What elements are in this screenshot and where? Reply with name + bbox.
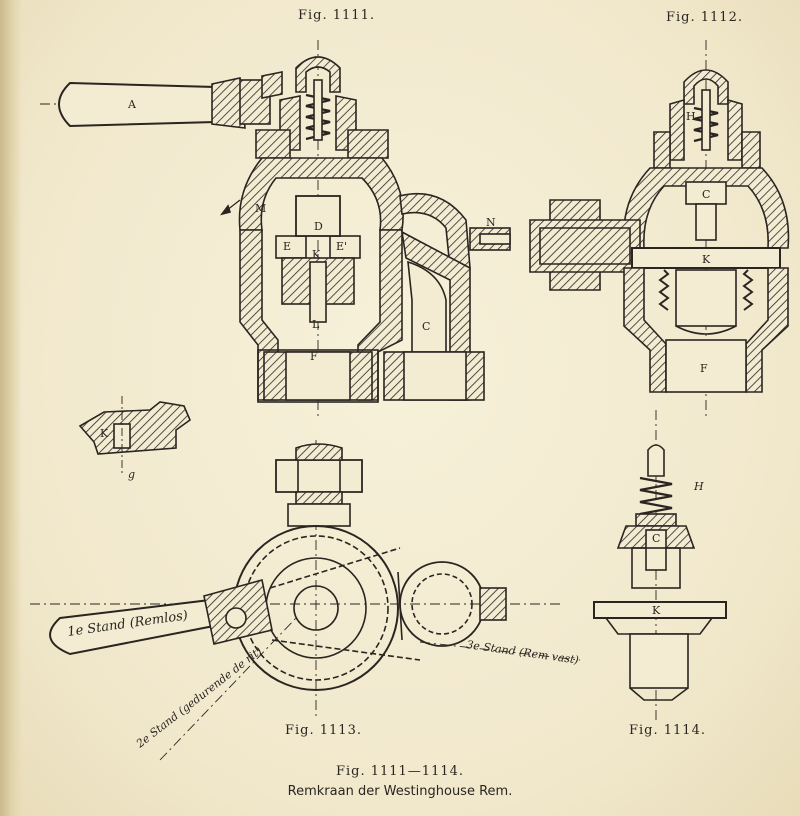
fig-1112-label-H: H xyxy=(686,110,696,123)
label-E: E xyxy=(283,240,291,253)
label-N: N xyxy=(486,216,496,229)
fig-1111-labels: A M D N E E' K F C L xyxy=(127,98,496,363)
caption-title: Remkraan der Westinghouse Rem. xyxy=(287,784,513,799)
fig-1114-label-C: C xyxy=(652,532,660,545)
label-M: M xyxy=(255,202,266,215)
label-A: A xyxy=(127,98,137,111)
fig-1112-caption: Fig. 1112. xyxy=(666,10,743,25)
fig-1111-caption: Fig. 1111. xyxy=(298,8,375,23)
fig-1114-label-H: H xyxy=(693,480,704,493)
fig-1112-label-K: K xyxy=(702,253,711,266)
fig-1113-caption: Fig. 1113. xyxy=(285,723,362,738)
fig-1111-drawing xyxy=(40,40,511,420)
detail-label-K: K xyxy=(100,427,109,440)
fig-1112-label-C: C xyxy=(702,188,710,201)
label-stand-2: 2e Stand (gedurende de rit) xyxy=(133,644,264,751)
fig-1112-drawing xyxy=(529,40,790,420)
label-E-prime: E' xyxy=(336,240,347,253)
label-C: C xyxy=(422,320,430,333)
fig-1112-labels: K F C H xyxy=(686,110,711,375)
label-stand-3: 3e Stand (Rem vast) xyxy=(466,638,580,667)
label-K: K xyxy=(312,248,321,261)
fig-1112-label-F: F xyxy=(700,362,708,375)
fig-1114-labels: H C K xyxy=(652,480,704,617)
fig-1114-label-K: K xyxy=(652,604,661,617)
fig-1113-drawing xyxy=(30,440,581,761)
label-D: D xyxy=(314,220,323,233)
caption-figure-range: Fig. 1111—1114. xyxy=(335,764,465,779)
label-L: L xyxy=(312,318,320,331)
fig-1114-drawing xyxy=(593,410,727,720)
fig-1114-caption: Fig. 1114. xyxy=(629,723,706,738)
label-F: F xyxy=(310,350,318,363)
page-binding-shadow xyxy=(0,0,22,816)
detail-piece-drawing xyxy=(78,396,191,476)
detail-label-g: g xyxy=(128,468,135,481)
